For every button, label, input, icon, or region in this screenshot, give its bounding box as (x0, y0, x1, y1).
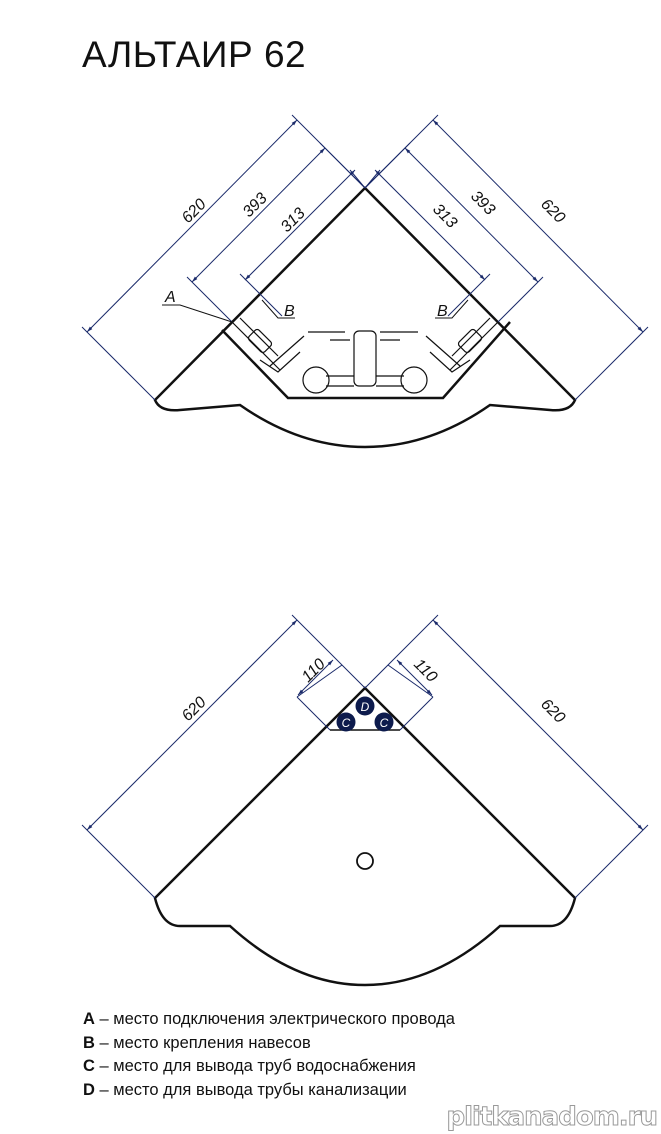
marker-d-circle (355, 696, 375, 716)
dim-620-bottom-left: 620 (179, 694, 210, 725)
dim-393-left: 393 (240, 190, 271, 221)
legend-item-a: A – место подключения электрического про… (83, 1010, 455, 1034)
legend: A – место подключения электрического про… (83, 1010, 455, 1104)
dim-620-right: 620 (537, 196, 568, 227)
top-dimensions-left (81, 114, 366, 401)
bottom-outline (153, 686, 577, 987)
top-view: 620 393 313 313 393 620 A B B (81, 114, 649, 449)
dim-620-bottom-right: 620 (537, 696, 568, 727)
marker-c-right-circle (374, 712, 394, 732)
legend-key: C (83, 1057, 95, 1075)
legend-item-c: C – место для вывода труб водоснабжения (83, 1057, 455, 1081)
mounting-channels (231, 317, 499, 394)
dim-313-right: 313 (429, 201, 460, 232)
dim-620-left: 620 (179, 196, 210, 227)
legend-text: – место крепления навесов (94, 1033, 311, 1052)
marker-b-left: B (284, 303, 295, 320)
legend-text: – место подключения электрического прово… (94, 1010, 455, 1028)
bottom-view: 620 110 110 620 D C C (81, 614, 649, 987)
top-inner-outline (221, 321, 511, 400)
marker-c-left-circle (336, 712, 356, 732)
dim-393-right: 393 (467, 188, 498, 219)
legend-key: A (83, 1010, 95, 1028)
dim-110-left: 110 (299, 656, 329, 686)
marker-c-left: C (342, 716, 351, 730)
marker-b-right: B (437, 303, 448, 320)
drain-hole (356, 852, 374, 870)
legend-item-d: D – место для вывода трубы канализации (83, 1081, 455, 1105)
legend-key: B (83, 1033, 95, 1052)
marker-leaders (162, 299, 469, 323)
page-title: АЛЬТАИР 62 (82, 34, 307, 75)
dim-110-right: 110 (410, 656, 440, 686)
marker-c-right: C (380, 716, 389, 730)
watermark: plitkanadom.ru (446, 1102, 659, 1133)
legend-key: D (83, 1080, 95, 1099)
top-dimensions-right (364, 114, 649, 401)
bottom-dimensions (81, 614, 649, 899)
legend-text: – место для вывода трубы канализации (94, 1080, 407, 1099)
top-outline (153, 186, 577, 449)
marker-a: A (164, 289, 176, 306)
legend-text: – место для вывода труб водоснабжения (94, 1057, 416, 1075)
dim-313-left: 313 (278, 205, 309, 236)
legend-item-b: B – место крепления навесов (83, 1034, 455, 1058)
marker-d: D (361, 700, 370, 714)
